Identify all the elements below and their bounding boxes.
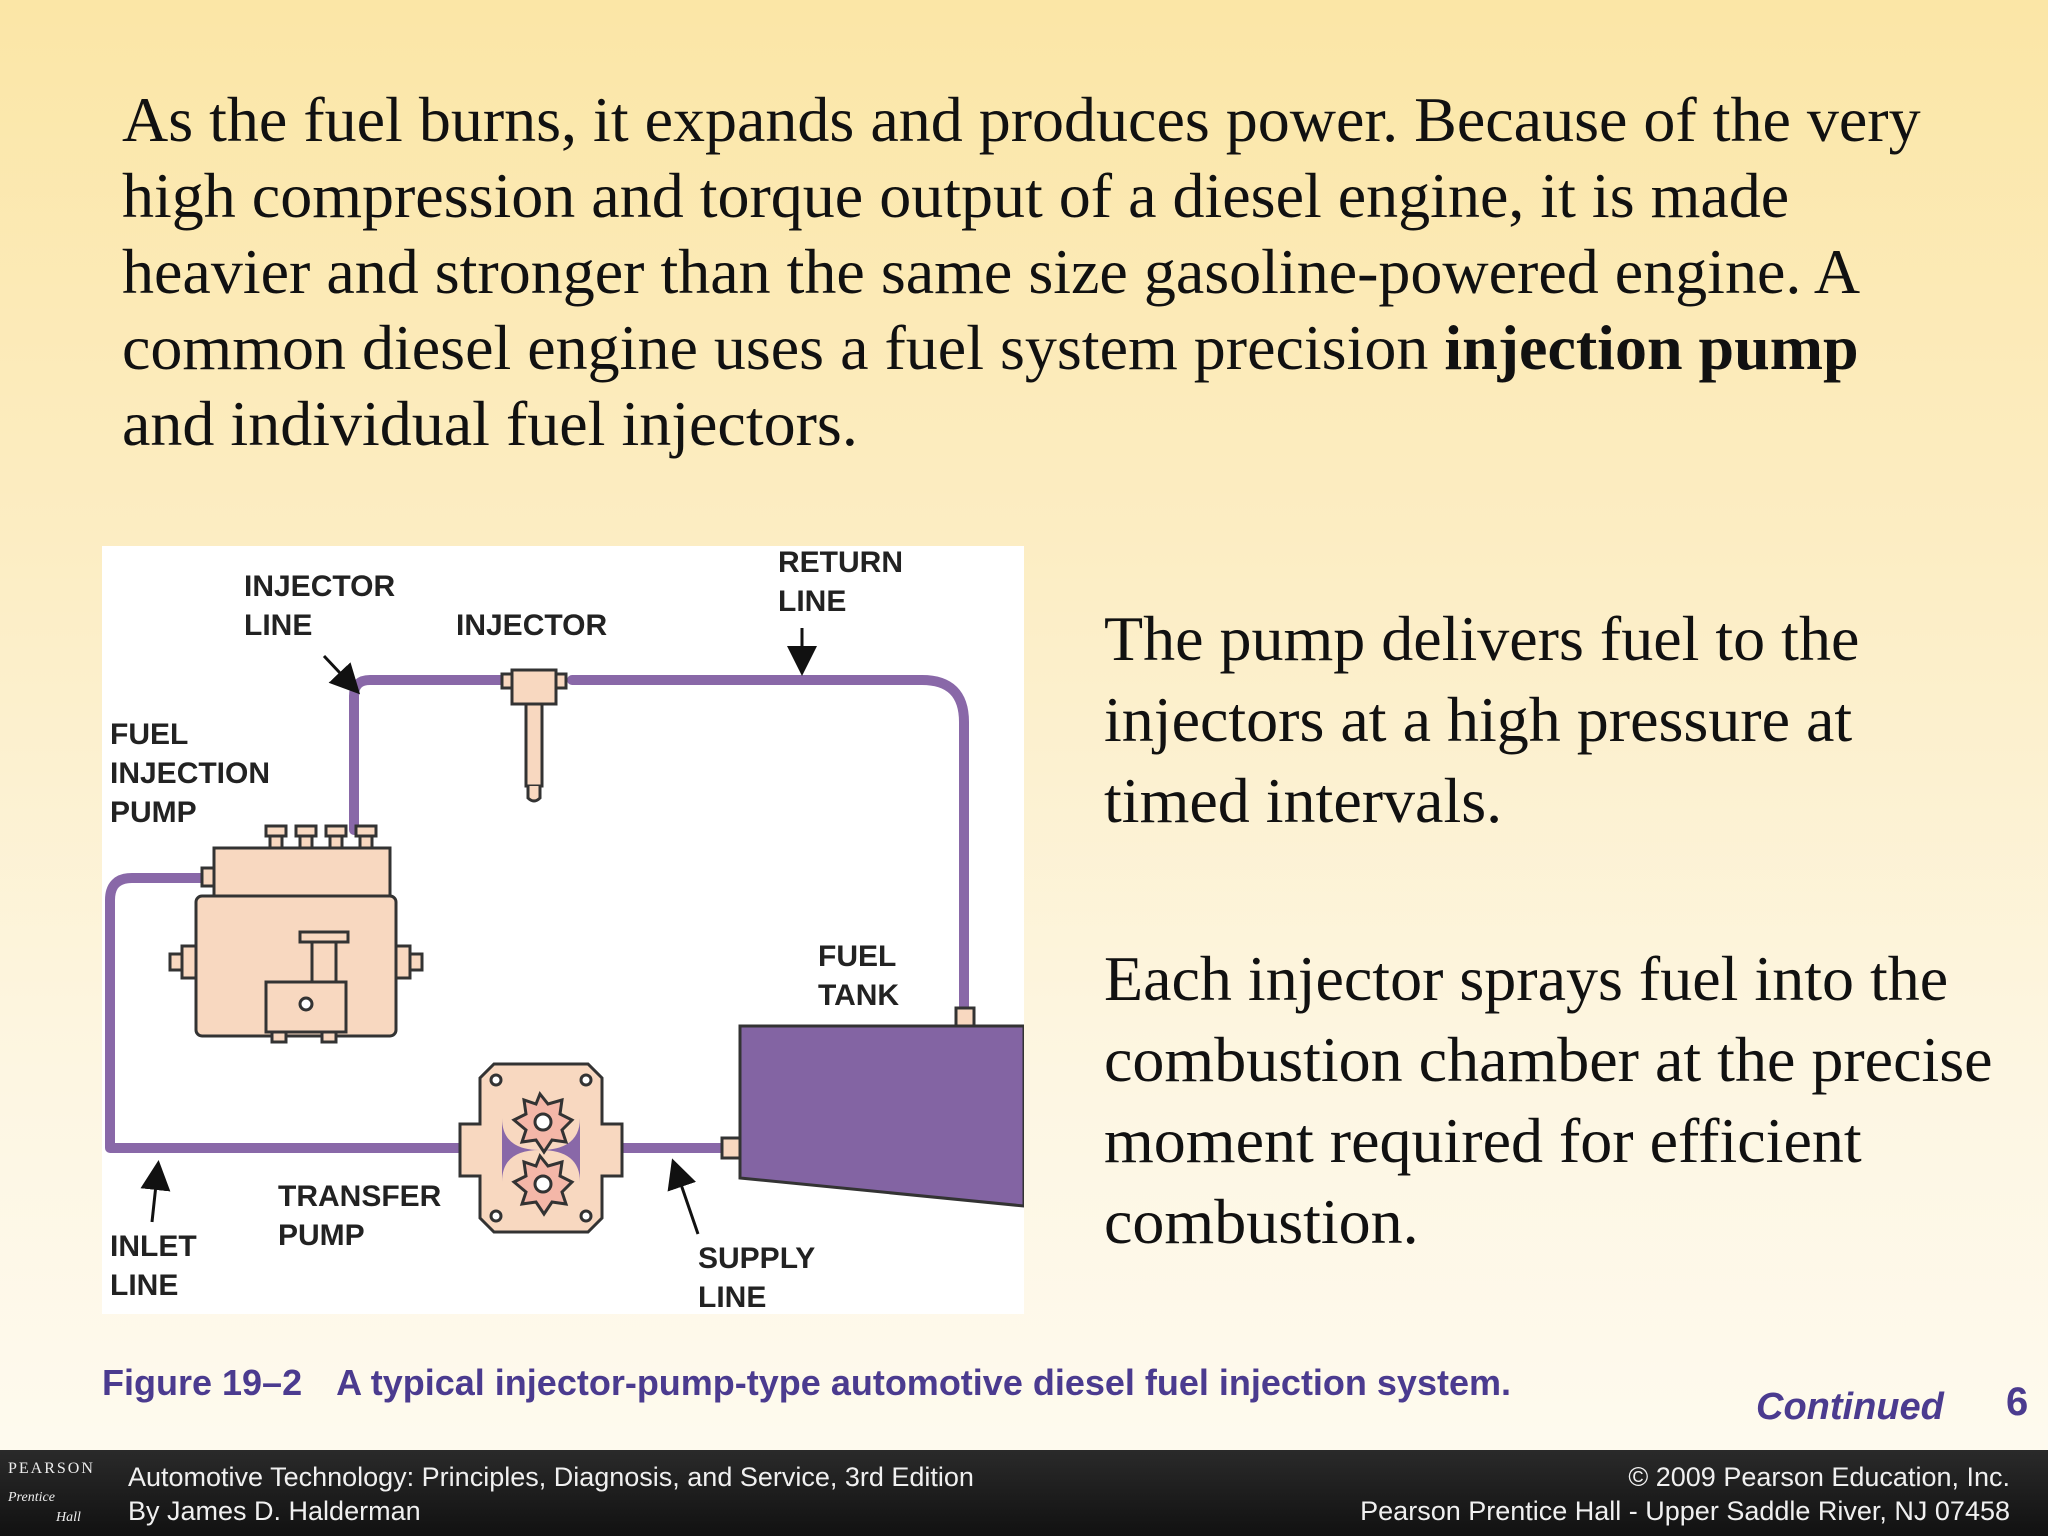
figure-caption: Figure 19–2 A typical injector-pump-type … [102,1362,1511,1404]
label-fuel-tank: FUEL TANK [818,940,904,1012]
footer-bar: PEARSON Prentice Hall Automotive Technol… [0,1450,2048,1536]
arrow-inlet-line [140,1160,171,1223]
label-arrows [140,628,817,1235]
footer-book-title: Automotive Technology: Principles, Diagn… [128,1462,974,1492]
intro-bold-term: injection pump [1444,312,1859,383]
injector-line [349,675,507,835]
logo-line-2: Prentice [8,1490,55,1505]
intro-text-before: As the fuel burns, it expands and produc… [122,84,1921,383]
label-injector-line: INJECTOR LINE [244,570,404,642]
label-fuel-injection-pump: FUEL INJECTION PUMP [110,718,278,829]
diagram-svg: INJECTOR LINE INJECTOR RETURN LINE FUEL … [105,546,1024,1314]
label-return-line: RETURN LINE [778,546,911,618]
continued-label: Continued [1756,1386,1944,1428]
footer-copyright: © 2009 Pearson Education, Inc. [1628,1462,2010,1492]
label-supply-line: SUPPLY LINE [698,1242,823,1314]
side-paragraph-pump: The pump delivers fuel to the injectors … [1104,603,1860,836]
logo-line-3: Hall [56,1510,81,1525]
figure-number: Figure 19–2 [102,1362,303,1403]
fuel-system-diagram: INJECTOR LINE INJECTOR RETURN LINE FUEL … [102,546,1024,1314]
footer-publisher: Pearson Prentice Hall - Upper Saddle Riv… [1360,1496,2010,1526]
return-line [567,675,969,1013]
arrow-injector-line [322,654,361,695]
fuel-tank [720,1006,1024,1208]
intro-paragraph: As the fuel burns, it expands and produc… [122,82,1962,462]
fuel-injection-pump [168,824,424,1044]
intro-text-after: and individual fuel injectors. [122,388,858,459]
transfer-pump [458,1062,624,1234]
label-transfer-pump: TRANSFER PUMP [278,1180,450,1252]
side-paragraph-injector: Each injector sprays fuel into the combu… [1104,943,1993,1257]
publisher-logo: PEARSON Prentice Hall [6,1460,94,1532]
logo-line-1: PEARSON [8,1460,95,1477]
figure-caption-text: A typical injector-pump-type automotive … [336,1362,1511,1403]
arrow-supply-line [667,1158,700,1235]
label-injector: INJECTOR [456,609,607,642]
footer-author: By James D. Halderman [128,1496,421,1526]
inlet-line-path [105,873,475,1153]
label-inlet-line: INLET LINE [110,1230,205,1302]
page-number: 6 [2006,1380,2029,1424]
injector [500,668,568,803]
